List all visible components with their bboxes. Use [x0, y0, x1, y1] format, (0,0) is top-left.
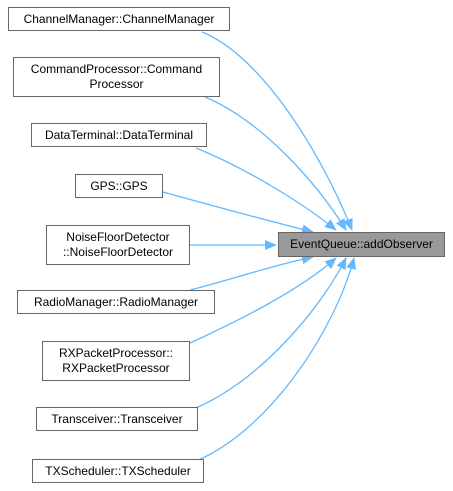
node-commandprocessor-commandprocessor[interactable]: CommandProcessor::Command Processor: [13, 57, 220, 97]
node-eventqueue-addobserver: EventQueue::addObserver: [278, 232, 445, 257]
node-label: Transceiver::Transceiver: [51, 411, 183, 426]
node-gps-gps[interactable]: GPS::GPS: [75, 174, 163, 198]
node-label: CommandProcessor::Command Processor: [30, 62, 203, 91]
node-label: RXPacketProcessor:: RXPacketProcessor: [58, 346, 174, 375]
edge-gps: [162, 191, 314, 235]
edge-channelmanager: [201, 31, 353, 231]
node-transceiver-transceiver[interactable]: Transceiver::Transceiver: [36, 407, 198, 431]
edge-transceiver: [195, 257, 347, 409]
node-label: DataTerminal::DataTerminal: [44, 127, 194, 142]
edge-radiomanager: [189, 254, 314, 291]
node-label: RadioManager::RadioManager: [33, 294, 199, 309]
node-rxpacketprocessor-rxpacketprocessor[interactable]: RXPacketProcessor:: RXPacketProcessor: [42, 341, 190, 381]
node-radiomanager-radiomanager[interactable]: RadioManager::RadioManager: [17, 290, 215, 314]
edge-txscheduler: [195, 257, 357, 462]
edge-commandprocessor: [204, 96, 347, 231]
node-noisefloordetector-noisefloordetector[interactable]: NoiseFloorDetector ::NoiseFloorDetector: [46, 225, 190, 265]
node-dataterminal-dataterminal[interactable]: DataTerminal::DataTerminal: [31, 123, 207, 147]
node-label: NoiseFloorDetector ::NoiseFloorDetector: [62, 230, 174, 259]
node-channelmanager-channelmanager[interactable]: ChannelManager::ChannelManager: [8, 7, 230, 31]
node-txscheduler-txscheduler[interactable]: TXScheduler::TXScheduler: [32, 459, 204, 483]
node-label: GPS::GPS: [90, 178, 148, 193]
node-label: ChannelManager::ChannelManager: [23, 11, 215, 26]
edge-rxpacketprocessor: [189, 257, 337, 344]
node-label: EventQueue::addObserver: [290, 237, 433, 251]
edge-dataterminal: [195, 147, 337, 231]
node-label: TXScheduler::TXScheduler: [45, 463, 191, 478]
